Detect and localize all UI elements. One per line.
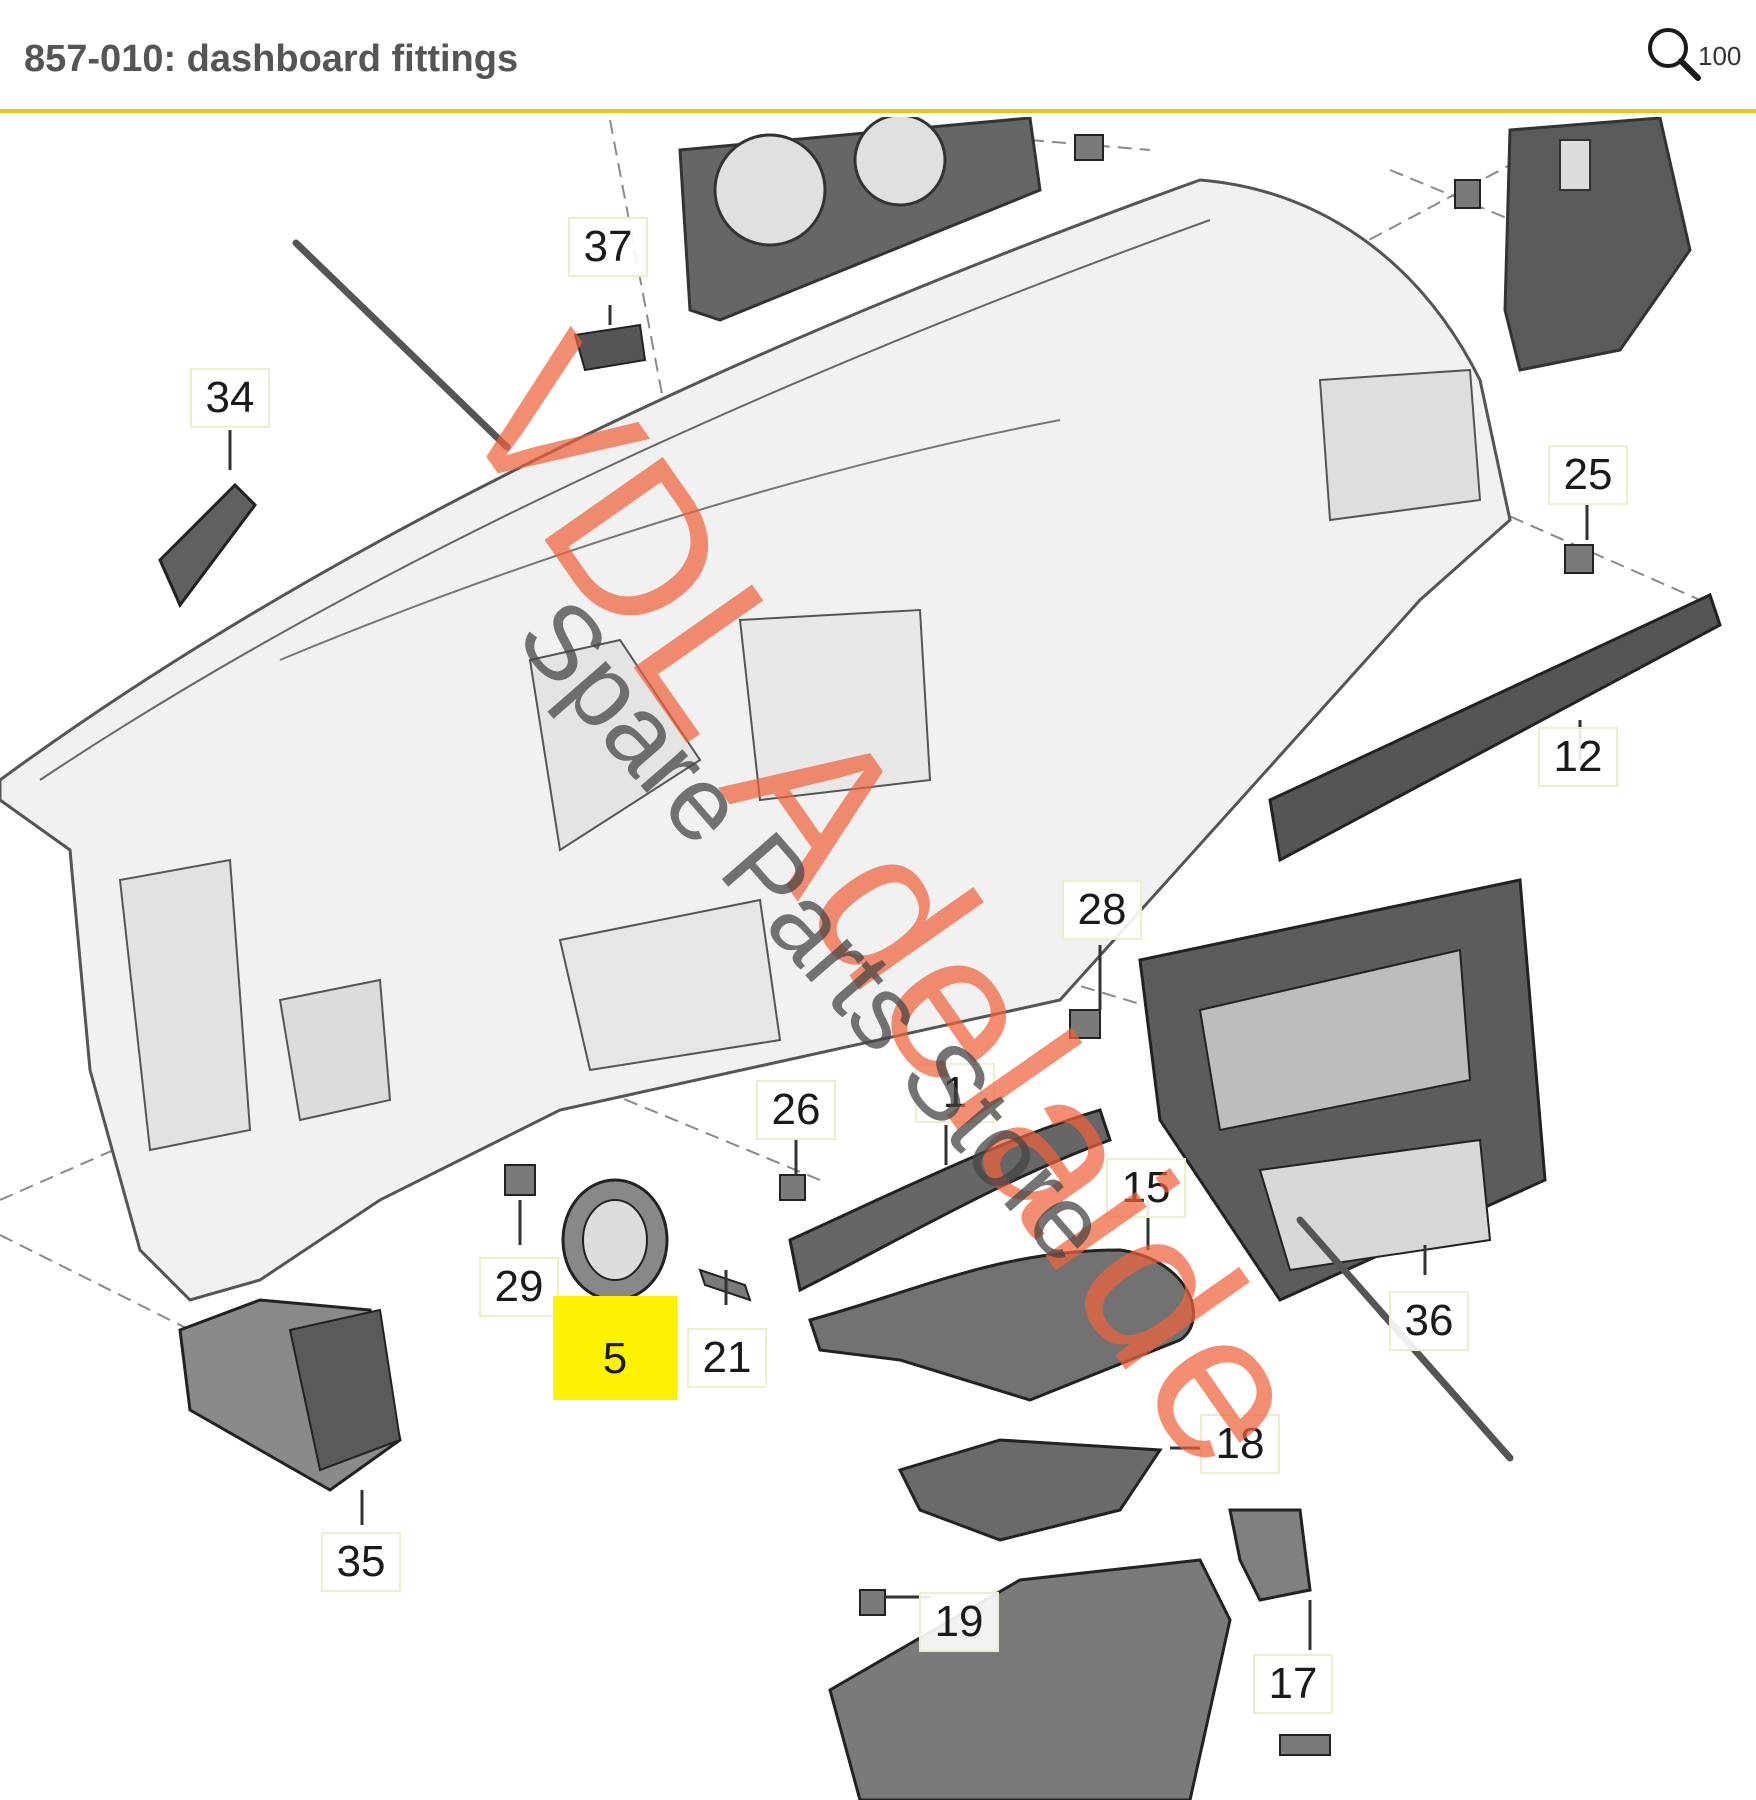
vent-34	[158, 482, 257, 608]
callout-37[interactable]: 37	[568, 217, 648, 277]
zoom-level: 100	[1698, 40, 1742, 71]
lower-cover	[828, 1558, 1232, 1800]
callout-18[interactable]: 18	[1200, 1414, 1280, 1474]
trim-part-1	[788, 1108, 1112, 1293]
steering-column-cover-15	[808, 1248, 1195, 1402]
dashboard-drawing	[0, 117, 1722, 1800]
magnifier-icon[interactable]	[1644, 24, 1704, 84]
switch-housing-5	[561, 1178, 669, 1302]
callout-28[interactable]: 28	[1062, 880, 1142, 940]
callout-35[interactable]: 35	[321, 1532, 401, 1592]
callout-25[interactable]: 25	[1548, 445, 1628, 505]
vent-35	[178, 1298, 402, 1492]
page-title: 857-010: dashboard fittings	[24, 38, 519, 80]
dashboard-body	[0, 178, 1512, 1302]
parts-diagram: 34 37 25 12 28 26 1 15 29 5 21 36 18 35 …	[0, 117, 1756, 1800]
callout-29[interactable]: 29	[479, 1257, 559, 1317]
callout-12[interactable]: 12	[1538, 727, 1618, 787]
callout-17[interactable]: 17	[1253, 1654, 1333, 1714]
callout-26[interactable]: 26	[756, 1080, 836, 1140]
zoom-control[interactable]: 100	[1644, 24, 1756, 84]
callout-19[interactable]: 19	[919, 1592, 999, 1652]
center-vent-36	[1138, 878, 1547, 1302]
callout-34[interactable]: 34	[190, 368, 270, 428]
callout-5-highlighted[interactable]: 5	[553, 1296, 677, 1400]
vent-37	[573, 323, 647, 372]
callout-36[interactable]: 36	[1389, 1291, 1469, 1351]
tray-18	[897, 1438, 1163, 1542]
instrument-cluster-cover	[678, 117, 1042, 322]
trim-strip-12	[1268, 592, 1722, 863]
right-side-panel	[1503, 117, 1692, 372]
callout-15[interactable]: 15	[1106, 1158, 1186, 1218]
header-bar: 857-010: dashboard fittings 100	[0, 0, 1756, 113]
bracket-17	[1228, 1508, 1312, 1602]
callout-21[interactable]: 21	[687, 1328, 767, 1388]
callout-1[interactable]: 1	[915, 1063, 995, 1123]
